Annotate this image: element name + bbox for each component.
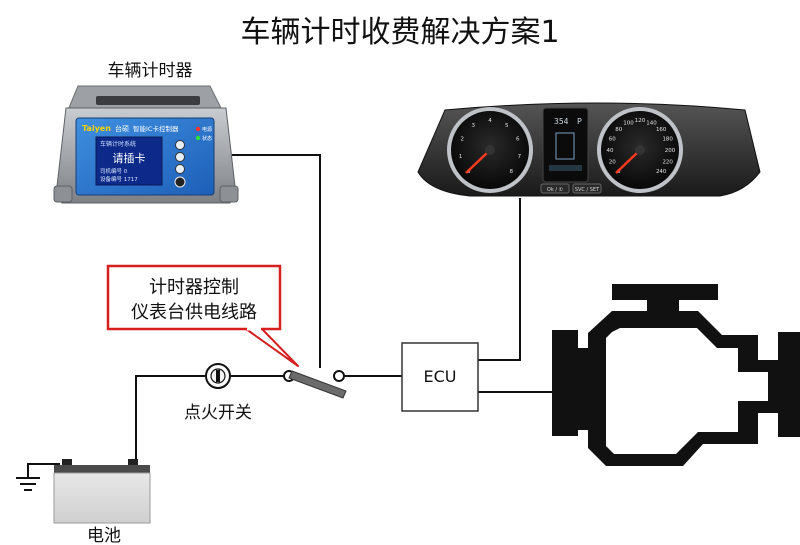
ignition-label: 点火开关 <box>184 403 252 423</box>
diagram-title: 车辆计时收费解决方案1 <box>240 15 559 50</box>
timer-indicator1-label: 电源 <box>202 126 212 133</box>
tachometer-tick-label: 7 <box>518 154 522 160</box>
tachometer-needle <box>465 149 491 174</box>
tachometer-tick-label: 1 <box>459 154 463 160</box>
tachometer-tick-label: 8 <box>509 169 513 175</box>
speedometer-tick-label: 100 <box>623 120 634 126</box>
timer-indicator-green <box>195 135 201 141</box>
dash-button-ok <box>540 183 570 194</box>
wire-dashboard-to-ecu <box>478 198 521 361</box>
speedometer-tick-label: 220 <box>662 160 673 166</box>
timer-model: 智能IC卡控制器 <box>133 124 179 133</box>
switch-contact-right <box>333 370 345 382</box>
center-display <box>542 107 589 183</box>
wire-timer-to-switch <box>232 154 321 368</box>
speedometer-tick-label: 120 <box>635 118 646 124</box>
ignition-switch <box>205 363 231 389</box>
tachometer-tick-label: 6 <box>516 137 520 143</box>
timer-indicator-red <box>195 126 201 132</box>
timer-button-2 <box>175 152 185 162</box>
speedometer-tick-label: 200 <box>665 148 676 154</box>
tachometer-tick-label: 5 <box>505 123 509 129</box>
dash-button-ok-label: Ok / ① <box>547 187 564 193</box>
speedometer-tick-label: 160 <box>656 127 667 133</box>
timer-brand-cn: 台硕 <box>115 124 129 133</box>
dash-button-svc <box>572 183 602 194</box>
speedometer-tick-label: 240 <box>656 169 667 175</box>
callout-box <box>106 264 282 331</box>
speedometer-tick-label: 140 <box>646 120 657 126</box>
timer-brand: Taiyen <box>82 124 111 133</box>
dash-button-svc-label: SVC / SET <box>575 187 600 193</box>
tachometer-tick-label: 2 <box>461 137 465 143</box>
battery-label: 电池 <box>87 526 121 545</box>
timer-device: Taiyen 台硕 智能IC卡控制器 车辆计时系统 请插卡 司机编号 0 设备编… <box>53 85 239 204</box>
timer-button-1 <box>175 140 185 150</box>
ecu-box <box>401 342 479 412</box>
speedometer-tick-label: 180 <box>662 137 673 143</box>
battery <box>53 459 151 524</box>
wire-ground <box>27 463 60 478</box>
speedometer-tick-label: 20 <box>609 160 616 166</box>
engine-icon <box>552 284 800 466</box>
gear-indicator: P <box>577 117 582 126</box>
speedometer-tick-label: 40 <box>607 148 614 154</box>
timer-indicator2-label: 状态 <box>202 135 212 142</box>
timer-lcd-header: 车辆计时系统 <box>100 140 136 148</box>
timer-lcd-main: 请插卡 <box>113 151 146 165</box>
callout-line1: 计时器控制 <box>149 277 239 298</box>
wire-battery-to-ignition <box>135 375 205 463</box>
speedometer-tick-label: 80 <box>615 127 622 133</box>
timer-lcd-line1: 司机编号 0 <box>100 167 128 175</box>
speedometer-needle <box>615 149 641 174</box>
timer-device-label: 车辆计时器 <box>108 61 193 81</box>
timer-power-button <box>174 176 186 188</box>
callout-line2: 仪表台供电线路 <box>131 302 257 323</box>
tachometer-tick-label: 3 <box>472 123 476 129</box>
timer-lcd <box>95 136 163 186</box>
callout: 计时器控制 仪表台供电线路 <box>106 264 299 367</box>
ecu-label: ECU <box>424 367 457 386</box>
timer-button-3 <box>175 164 185 174</box>
odometer-readout: 354 <box>554 117 569 126</box>
ground-symbol <box>16 477 40 491</box>
speedometer-tick-label: 0 <box>617 169 621 175</box>
switch-lever <box>288 370 347 399</box>
timer-switch <box>283 370 347 399</box>
tachometer-tick-label: 4 <box>488 118 492 124</box>
speedometer-tick-label: 60 <box>609 137 616 143</box>
tachometer-tick-label: 0 <box>467 169 471 175</box>
wiring <box>27 154 567 478</box>
timer-lcd-line2: 设备编号 1717 <box>100 175 138 183</box>
